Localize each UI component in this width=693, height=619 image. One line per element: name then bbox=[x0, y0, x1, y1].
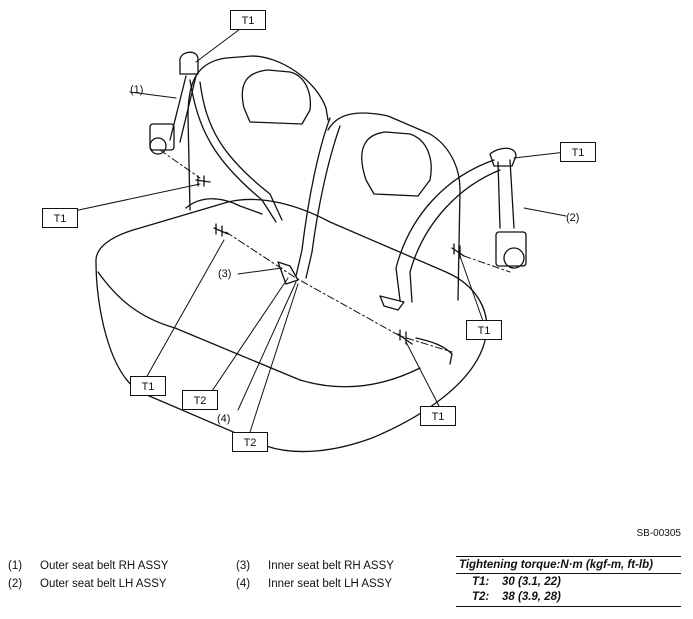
torque-value: 30 (3.1, 22) bbox=[502, 576, 561, 588]
legend-number: (4) bbox=[236, 578, 251, 590]
legend-number: (2) bbox=[8, 578, 23, 590]
buckle-inner-lh bbox=[379, 295, 405, 311]
leader-lines bbox=[59, 25, 567, 433]
legend-label: Inner seat belt RH ASSY bbox=[268, 560, 394, 572]
torque-heading: Tightening torque:N·m (kgf-m, ft-lb) bbox=[456, 556, 681, 574]
belt-rh-lap bbox=[189, 79, 283, 223]
callout-t1-bottom-left: T1 bbox=[130, 376, 166, 396]
headrest-left bbox=[361, 131, 432, 197]
retractor-rh-spool bbox=[149, 137, 167, 155]
legend-number: (1) bbox=[8, 560, 23, 572]
item-number-3: (3) bbox=[218, 268, 232, 280]
callout-t1-right-mid: T1 bbox=[466, 320, 502, 340]
legend-item: (1) Outer seat belt RH ASSY bbox=[8, 557, 168, 575]
item-number-4: (4) bbox=[217, 413, 231, 425]
anchor-rh-lower bbox=[185, 198, 263, 215]
figure-id: SB-00305 bbox=[636, 528, 681, 539]
headrest-right bbox=[241, 69, 312, 125]
retractor-lh bbox=[495, 231, 527, 267]
buckle-inner-rh bbox=[277, 261, 299, 285]
anchor-lh-top bbox=[489, 147, 517, 167]
bolt-2 bbox=[213, 223, 229, 237]
seat-back-right bbox=[187, 55, 329, 211]
legend-left: (1) Outer seat belt RH ASSY (2) Outer seat… bbox=[8, 557, 168, 593]
retractor-rh bbox=[149, 123, 175, 151]
item-number-2: (2) bbox=[566, 212, 580, 224]
torque-table: Tightening torque:N·m (kgf-m, ft-lb) T1:… bbox=[456, 556, 681, 607]
callout-t1-left: T1 bbox=[42, 208, 78, 228]
anchor-rh-top bbox=[179, 51, 199, 75]
legend-right: (3) Inner seat belt RH ASSY (4) Inner seat… bbox=[236, 557, 394, 593]
callout-t1-top: T1 bbox=[230, 10, 266, 30]
torque-row: T2: 38 (3.9, 28) bbox=[456, 589, 681, 604]
belt-lh-shoulder bbox=[497, 159, 515, 229]
centerlines bbox=[159, 149, 511, 353]
legend-label: Inner seat belt LH ASSY bbox=[268, 578, 393, 590]
item-number-1: (1) bbox=[130, 84, 144, 96]
anchor-lh-lower bbox=[415, 337, 453, 365]
legend-item: (2) Outer seat belt LH ASSY bbox=[8, 575, 168, 593]
callout-t2-lower: T2 bbox=[232, 432, 268, 452]
retractor-lh-spool bbox=[503, 247, 525, 269]
diagram-drawing bbox=[59, 25, 567, 453]
seat-belt-diagram: T1 T1 T1 T1 T1 T1 T2 T2 (1) (2) (3) (4) bbox=[42, 10, 596, 453]
legend-label: Outer seat belt LH ASSY bbox=[40, 578, 167, 590]
torque-code: T1: bbox=[472, 576, 490, 588]
legend-item: (3) Inner seat belt RH ASSY bbox=[236, 557, 394, 575]
bolt-3 bbox=[451, 243, 465, 259]
bolt-4 bbox=[397, 329, 413, 345]
belt-rh bbox=[169, 75, 197, 143]
cushion-crease bbox=[97, 271, 421, 388]
seat-back-seam-2 bbox=[305, 125, 341, 279]
seat-back-seam bbox=[295, 117, 331, 277]
callout-t1-bottom-right: T1 bbox=[420, 406, 456, 426]
legend-item: (4) Inner seat belt LH ASSY bbox=[236, 575, 394, 593]
torque-value: 38 (3.9, 28) bbox=[502, 591, 561, 603]
legend-number: (3) bbox=[236, 560, 251, 572]
belt-lh bbox=[395, 159, 501, 303]
torque-row: T1: 30 (3.1, 22) bbox=[456, 574, 681, 589]
torque-bottom-rule bbox=[456, 604, 681, 607]
callout-t2-upper: T2 bbox=[182, 390, 218, 410]
callout-t1-right-top: T1 bbox=[560, 142, 596, 162]
legend-label: Outer seat belt RH ASSY bbox=[40, 560, 169, 572]
torque-code: T2: bbox=[472, 591, 490, 603]
seat-back-left bbox=[327, 112, 461, 301]
